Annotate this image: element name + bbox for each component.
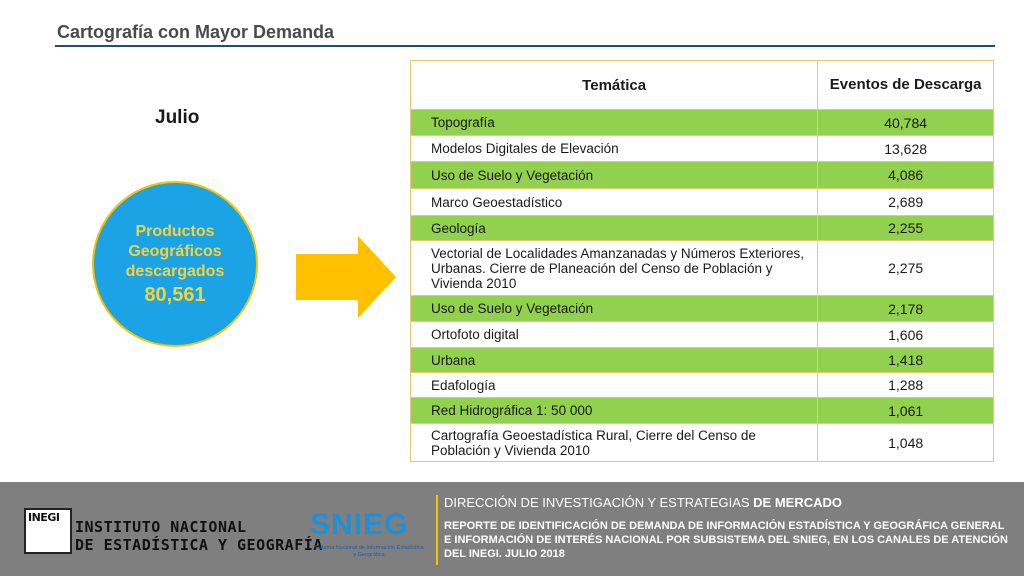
theme-cell: Urbana [409, 347, 819, 373]
inegi-name-line-1: INSTITUTO NACIONAL [75, 518, 247, 536]
theme-cell: Geología [409, 215, 819, 241]
theme-column-header: Temática [409, 60, 819, 110]
count-cell: 2,275 [817, 240, 994, 296]
theme-cell: Edafología [409, 372, 819, 398]
count-cell: 4,086 [817, 161, 994, 189]
theme-cell: Uso de Suelo y Vegetación [409, 161, 819, 189]
right-arrow-icon [296, 236, 396, 318]
summary-label: Productos Geográficos descargados [125, 222, 225, 280]
title-divider [55, 45, 995, 47]
theme-cell: Ortofoto digital [409, 321, 819, 348]
footer-heading-bold: DE MERCADO [753, 495, 843, 510]
summary-total: 80,561 [144, 283, 206, 306]
summary-circle: Productos Geográficos descargados 80,561 [92, 181, 258, 347]
theme-cell: Vectorial de Localidades Amanzanadas y N… [409, 240, 819, 296]
count-column-header: Eventos de Descarga [817, 60, 994, 110]
theme-cell: Marco Geoestadístico [409, 188, 819, 216]
count-cell: 2,255 [817, 215, 994, 241]
footer-divider [436, 495, 438, 565]
count-cell: 1,418 [817, 347, 994, 373]
footer-bar [0, 482, 1024, 576]
theme-cell: Cartografía Geoestadística Rural, Cierre… [409, 423, 819, 462]
count-cell: 1,061 [817, 397, 994, 424]
theme-cell: Modelos Digitales de Elevación [409, 135, 819, 162]
theme-cell: Uso de Suelo y Vegetación [409, 295, 819, 322]
table-row: Cartografía Geoestadística Rural, Cierre… [409, 423, 994, 462]
page-title: Cartografía con Mayor Demanda [57, 22, 335, 42]
count-cell: 2,178 [817, 295, 994, 322]
snieg-subtitle: Sistema Nacional de Información Estadíst… [314, 545, 424, 558]
inegi-name-line-2: DE ESTADÍSTICA Y GEOGRAFÍA [75, 536, 323, 554]
count-cell: 1,606 [817, 321, 994, 348]
footer-heading: DIRECCIÓN DE INVESTIGACIÓN Y ESTRATEGIAS… [444, 495, 842, 510]
count-cell: 2,689 [817, 188, 994, 216]
count-cell: 1,048 [817, 423, 994, 462]
inegi-name: INSTITUTO NACIONAL DE ESTADÍSTICA Y GEOG… [75, 518, 323, 554]
count-cell: 40,784 [817, 109, 994, 136]
snieg-logo: SNIEG [310, 508, 409, 541]
theme-cell: Topografía [409, 109, 819, 136]
inegi-logo-text: INEGI [28, 511, 60, 524]
footer-heading-regular: DIRECCIÓN DE INVESTIGACIÓN Y ESTRATEGIAS [444, 495, 754, 510]
inegi-logo: INEGI [24, 508, 72, 554]
count-cell: 13,628 [817, 135, 994, 162]
table-header-row: Temática Eventos de Descarga [409, 60, 994, 110]
table-row: Vectorial de Localidades Amanzanadas y N… [409, 240, 994, 296]
footer-report: REPORTE DE IDENTIFICACIÓN DE DEMANDA DE … [444, 520, 1008, 560]
count-cell: 1,288 [817, 372, 994, 398]
theme-cell: Red Hidrográfica 1: 50 000 [409, 397, 819, 424]
month-label: Julio [155, 107, 200, 128]
